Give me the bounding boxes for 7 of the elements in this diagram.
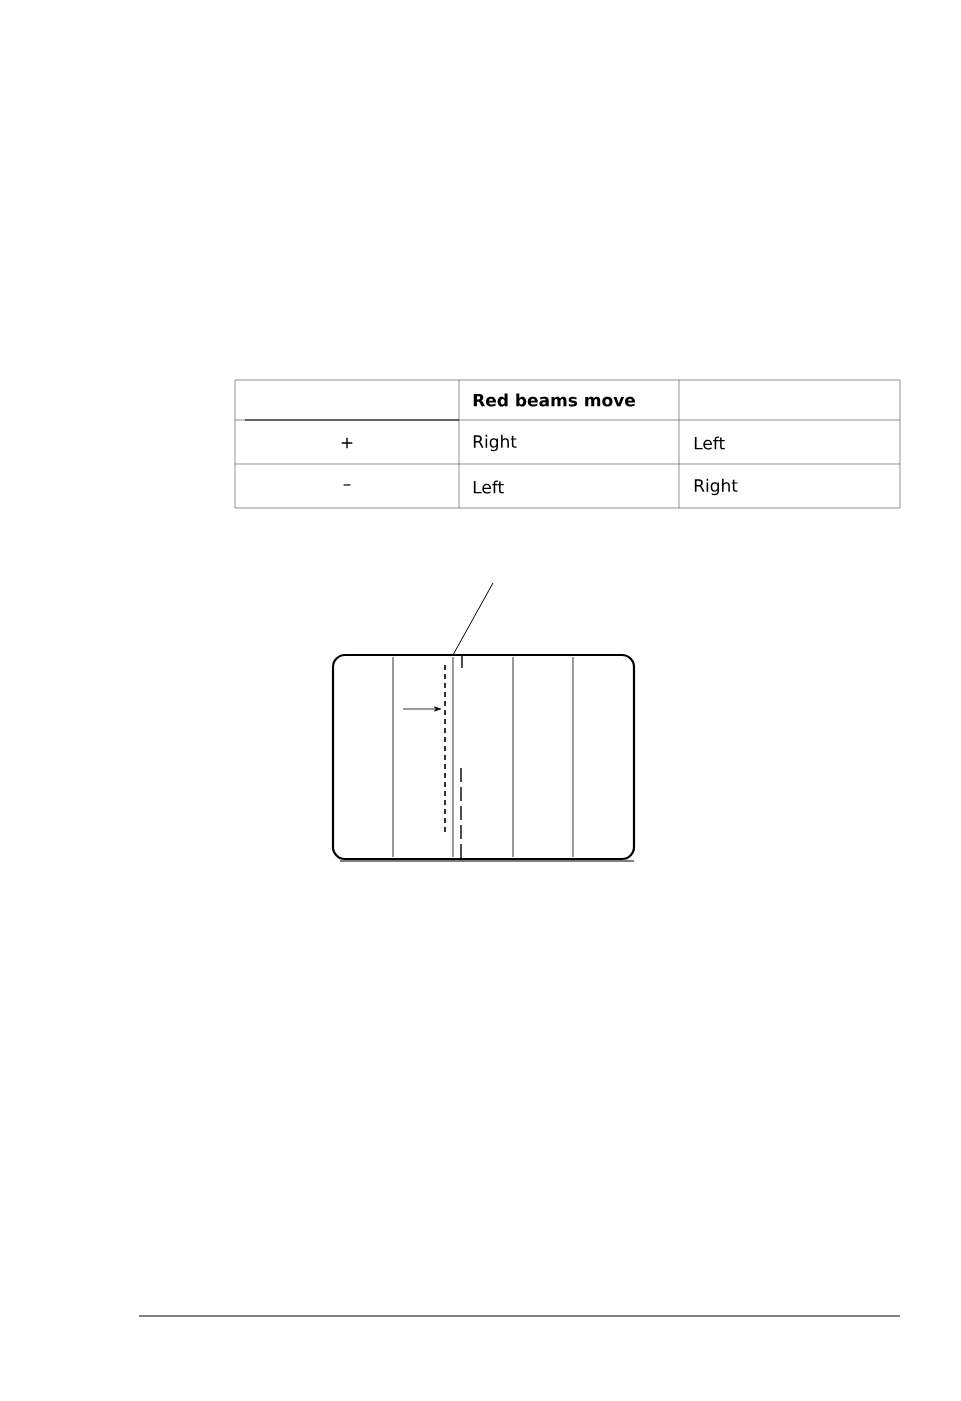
table-cell: Left: [694, 436, 725, 450]
table-cell: Right: [694, 478, 738, 496]
table-cell: –: [343, 484, 351, 486]
table-cell: +: [341, 437, 353, 449]
table-cell: Right: [473, 434, 517, 452]
table-cell: Left: [473, 480, 504, 494]
column-header: Red beams move: [473, 393, 635, 407]
